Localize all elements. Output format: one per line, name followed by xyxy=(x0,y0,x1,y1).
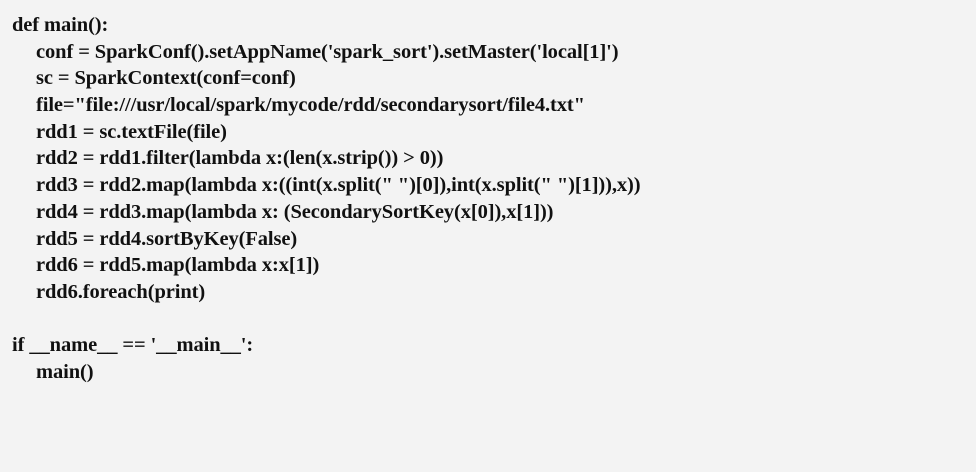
code-line-blank xyxy=(12,306,976,333)
code-line-file: file="file:///usr/local/spark/mycode/rdd… xyxy=(36,94,585,117)
code-line-rdd4: rdd4 = rdd3.map(lambda x: (SecondarySort… xyxy=(36,200,554,223)
code-line-rdd6: rdd6 = rdd5.map(lambda x:x[1]) xyxy=(36,254,320,277)
code-line-rdd2: rdd2 = rdd1.filter(lambda x:(len(x.strip… xyxy=(36,147,444,170)
code-line-def-main: def main(): xyxy=(12,14,109,36)
code-line-foreach: rdd6.foreach(print) xyxy=(36,280,206,303)
code-line-sc: sc = SparkContext(conf=conf) xyxy=(36,67,296,90)
code-line-conf: conf = SparkConf().setAppName('spark_sor… xyxy=(36,40,619,63)
code-line-rdd5: rdd5 = rdd4.sortByKey(False) xyxy=(36,227,298,250)
code-line-rdd3: rdd3 = rdd2.map(lambda x:((int(x.split("… xyxy=(36,174,641,197)
code-line-if-main: if __name__ == '__main__': xyxy=(12,334,254,357)
code-line-rdd1: rdd1 = sc.textFile(file) xyxy=(36,120,227,143)
code-line-call-main: main() xyxy=(36,360,94,383)
